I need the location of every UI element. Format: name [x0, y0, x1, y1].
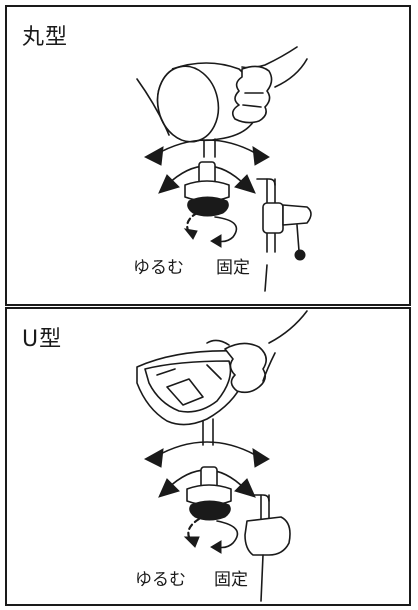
round-headrest — [156, 62, 258, 158]
loosen-label: ゆるむ — [133, 258, 184, 278]
clamp — [256, 178, 312, 292]
u-headrest — [136, 350, 251, 446]
panel-title-u: U型 — [22, 327, 63, 352]
adjustment-knob — [184, 161, 230, 217]
u-type-panel: U型 — [5, 307, 411, 606]
rotation-arrows — [143, 139, 270, 194]
loosen-fix-arrows — [183, 211, 238, 248]
hands — [136, 46, 308, 136]
u-type-illustration: ゆるむ 固定 — [135, 310, 308, 602]
panel-title-round: 丸型 — [22, 25, 69, 50]
round-type-illustration: ゆるむ 固定 — [133, 46, 312, 292]
hands — [206, 310, 308, 394]
adjustment-knob — [186, 466, 232, 521]
loosen-label: ゆるむ — [135, 570, 186, 590]
fix-label: 固定 — [216, 258, 250, 278]
clamp — [244, 494, 291, 602]
round-type-panel: 丸型 — [5, 5, 411, 306]
fix-label: 固定 — [214, 570, 248, 590]
rotation-arrows — [143, 441, 270, 498]
loosen-fix-arrows — [183, 517, 239, 554]
